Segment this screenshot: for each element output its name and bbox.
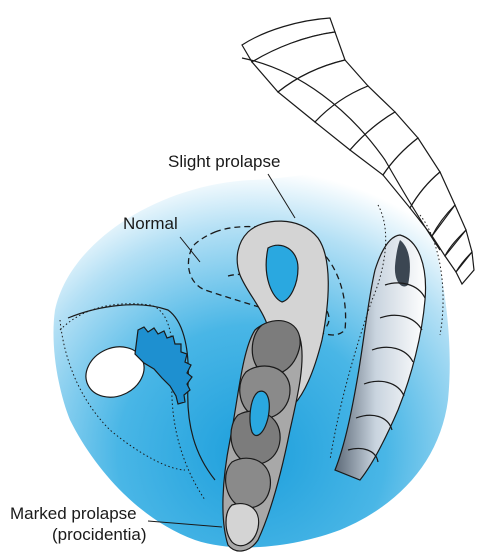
label-normal: Normal	[123, 214, 178, 233]
label-slight-prolapse: Slight prolapse	[168, 152, 280, 171]
label-procidentia: (procidentia)	[52, 525, 147, 544]
marked-prolapse-fold-4	[226, 458, 271, 508]
label-marked-prolapse: Marked prolapse	[10, 504, 137, 523]
